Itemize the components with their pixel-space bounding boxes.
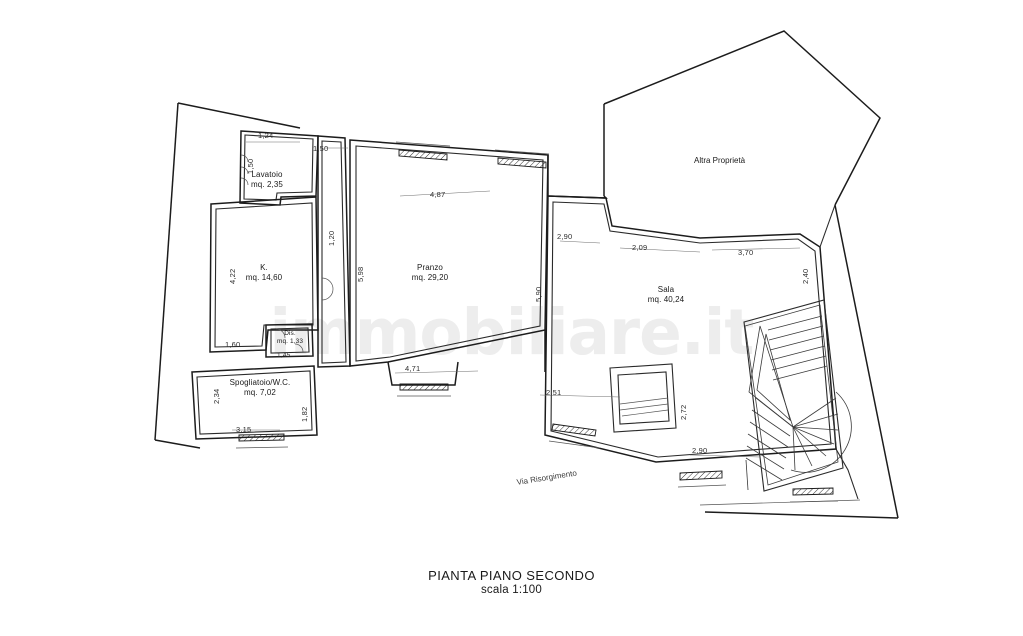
dimension-stair-bottom: 2,90 (692, 446, 708, 455)
dimension-lines (232, 141, 801, 458)
dimension-cucina-left: 4,22 (228, 268, 237, 284)
room-name-pranzo: Pranzo (417, 263, 443, 272)
room-outline-sala (544, 195, 839, 503)
dimension-spogliatoio-left: 2,34 (212, 388, 221, 404)
title-block: PIANTA PIANO SECONDO scala 1:100 (0, 568, 1023, 596)
dimension-lavatoio-top: 1,24 (258, 131, 274, 140)
dimension-corridor-top: 1,50 (313, 144, 329, 153)
corridor-outline (317, 135, 351, 368)
plan-scale: scala 1:100 (480, 584, 543, 596)
room-area-spogliatoio: mq. 7,02 (244, 388, 276, 397)
room-label-lavatoio: Lavatoio mq. 2,35 (236, 170, 298, 190)
room-area-pranzo: mq. 29,20 (411, 273, 449, 282)
room-outline-pranzo (349, 139, 550, 397)
room-area-disimpegno: mq. 1,33 (276, 338, 304, 345)
room-area-sala: mq. 40,24 (647, 295, 685, 304)
plan-title: PIANTA PIANO SECONDO (428, 568, 595, 583)
room-label-spogliatoio: Spogliatoio/W.C. mq. 7,02 (206, 378, 314, 398)
room-name-disimpegno: Dis. (284, 330, 296, 337)
dimension-sala-right: 2,40 (801, 268, 810, 284)
dimension-balcony-right: 2,72 (679, 404, 688, 420)
dimension-pranzo-right: 5,90 (534, 286, 543, 302)
dimension-lavatoio-left: 1,50 (246, 158, 255, 174)
room-name-lavatoio: Lavatoio (251, 170, 283, 179)
room-outline-disimpegno (265, 323, 314, 358)
room-label-sala: Sala mq. 40,24 (616, 285, 716, 305)
room-name-cucina: K. (260, 263, 268, 272)
site-boundary (154, 30, 899, 519)
room-area-lavatoio: mq. 2,35 (251, 180, 283, 189)
dimension-sala-top-left: 2,90 (557, 232, 573, 241)
room-name-spogliatoio: Spogliatoio/W.C. (229, 378, 291, 387)
dimension-corridor-tall: 5,98 (356, 266, 365, 282)
dimension-cucina-bottom: 1,60 (225, 340, 241, 349)
room-outline-cucina (209, 196, 319, 353)
room-label-cucina: K. mq. 14,60 (228, 263, 300, 283)
dimension-spogliatoio-bottom: 3,15 (236, 425, 252, 434)
room-name-sala: Sala (657, 285, 675, 294)
dimension-corridor-upper: 1,20 (327, 230, 336, 246)
dimension-sala-top-mid: 2,09 (632, 243, 648, 252)
dimension-pranzo-top: 4,87 (430, 190, 446, 199)
room-area-cucina: mq. 14,60 (245, 273, 283, 282)
balcony-outline (609, 363, 677, 433)
note-altra-proprieta: Altra Proprietà (694, 156, 746, 165)
dimension-sala-top-right: 3,70 (738, 248, 754, 257)
dimension-dis-bottom: 1,45 (277, 352, 291, 359)
room-outline-spogliatoio (191, 365, 318, 449)
staircase (699, 299, 861, 506)
dimension-sala-bottom: 2,51 (546, 388, 562, 397)
dimension-spogliatoio-right: 1,82 (300, 406, 309, 422)
room-label-pranzo: Pranzo mq. 29,20 (386, 263, 474, 283)
dimension-pranzo-bottom: 4,71 (405, 364, 421, 373)
room-label-disimpegno: Dis. mq. 1,33 (266, 330, 314, 346)
stair-shaft-wall (819, 204, 859, 500)
